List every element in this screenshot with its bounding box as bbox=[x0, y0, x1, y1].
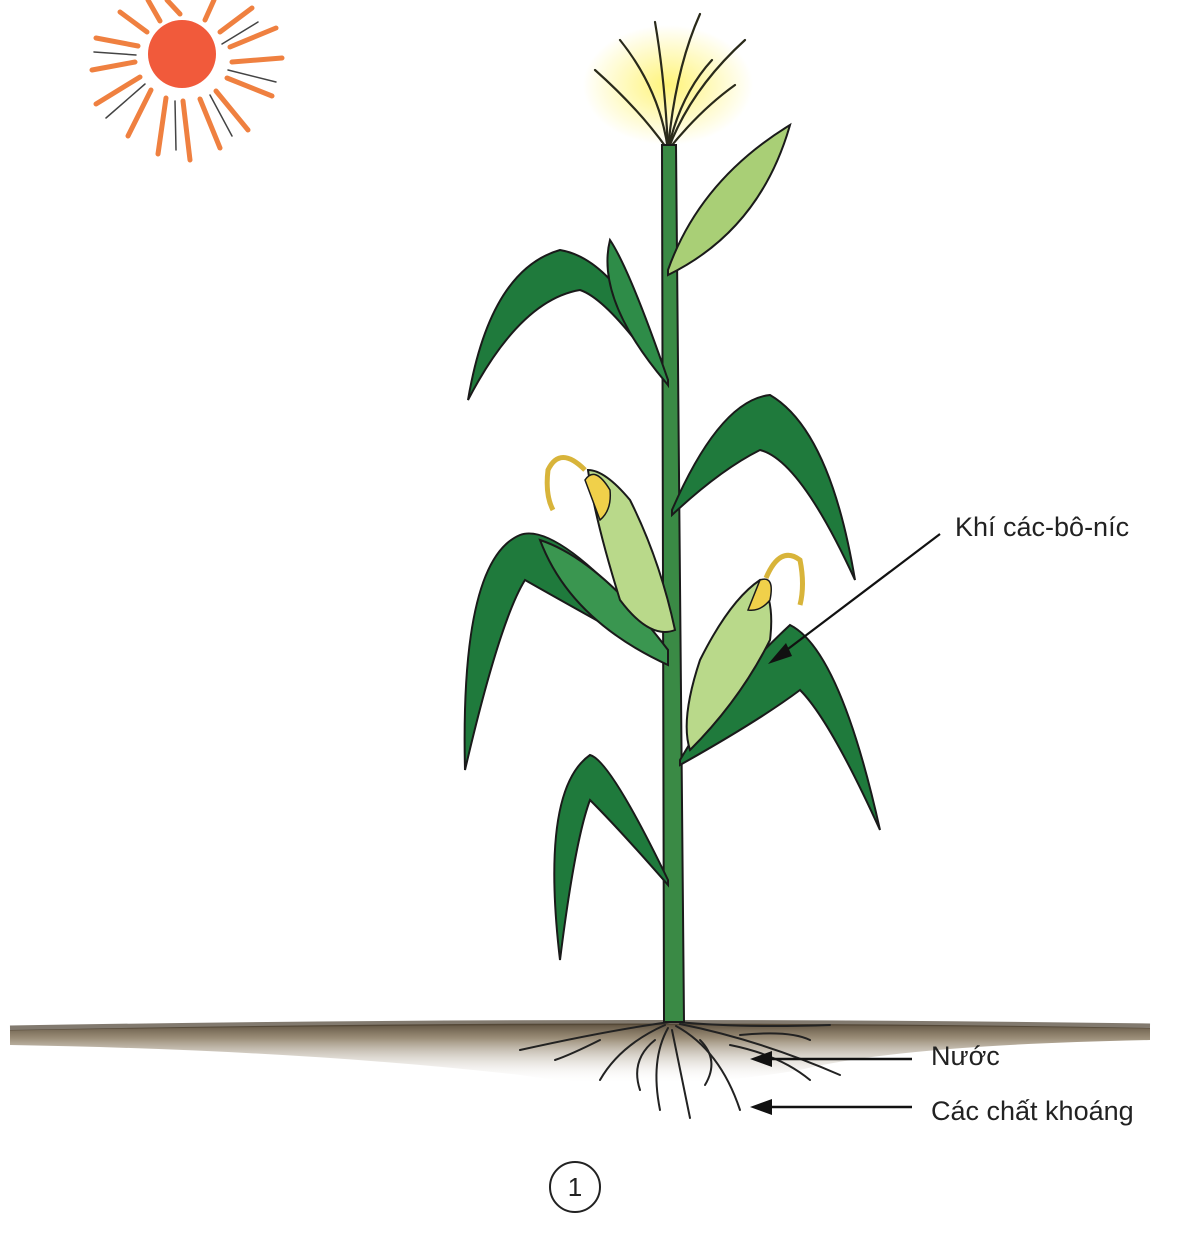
water-label: Nước bbox=[931, 1041, 1000, 1072]
minerals-arrow bbox=[750, 1099, 912, 1115]
sun-icon bbox=[92, 0, 282, 160]
figure-number: 1 bbox=[549, 1161, 601, 1213]
co2-arrow bbox=[768, 534, 940, 664]
tassel bbox=[583, 14, 753, 150]
minerals-label: Các chất khoáng bbox=[931, 1096, 1134, 1127]
co2-label: Khí các-bô-níc bbox=[955, 512, 1129, 543]
stalk bbox=[662, 145, 684, 1022]
